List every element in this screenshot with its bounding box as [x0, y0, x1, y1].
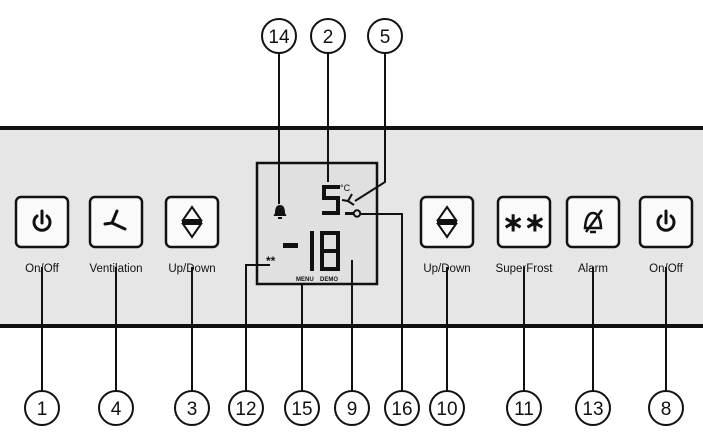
callout-number: 2	[323, 27, 334, 48]
superfrost-stars-icon: **	[266, 254, 276, 268]
callout-number: 5	[380, 27, 391, 48]
callout-8: 8	[648, 390, 684, 426]
freezer-sign-value: −	[0, 0, 1, 1]
callout-number: 1	[37, 399, 48, 420]
callout-3: 3	[174, 390, 210, 426]
fan-icon	[103, 209, 127, 231]
bell-icon	[273, 205, 287, 219]
power-icon	[656, 209, 676, 232]
callout-number: 4	[111, 399, 122, 420]
fridge-temp-digit	[322, 185, 340, 215]
callout-number: 9	[347, 399, 358, 420]
up-down-right-button[interactable]: Up/Down	[419, 195, 475, 275]
callout-number: 15	[291, 399, 312, 420]
display-window: 5 °C 18 − ** MENU DEMO	[0, 0, 379, 286]
callout-15: 15	[284, 390, 320, 426]
callout-2: 2	[310, 18, 346, 54]
ventilation-button[interactable]: Ventilation	[88, 195, 144, 275]
menu-label: MENU	[296, 277, 314, 283]
callout-number: 14	[268, 27, 290, 48]
up-down-arrows-icon	[436, 205, 458, 239]
callout-9: 9	[334, 390, 370, 426]
on-off-right-button[interactable]: On/Off	[638, 195, 694, 275]
callout-number: 16	[391, 399, 412, 420]
freezer-temp-value: 18	[0, 0, 2, 1]
freezer-temp-digits	[310, 231, 340, 271]
callout-5: 5	[367, 18, 403, 54]
unit-label: °C	[340, 183, 351, 193]
callout-number: 12	[235, 399, 256, 420]
callout-number: 10	[436, 399, 457, 420]
callout-number: 8	[661, 399, 672, 420]
callout-10: 10	[429, 390, 465, 426]
up-down-left-button[interactable]: Up/Down	[164, 195, 220, 275]
callout-1: 1	[24, 390, 60, 426]
callout-number: 3	[187, 399, 198, 420]
callout-16: 16	[384, 390, 420, 426]
on-off-left-button[interactable]: On/Off	[14, 195, 70, 275]
up-down-arrows-icon	[181, 205, 203, 239]
superfrost-stars-icon: ∗∗	[502, 207, 546, 237]
callout-14: 14	[261, 18, 297, 54]
fan-icon	[341, 193, 355, 206]
demo-label: DEMO	[320, 277, 338, 283]
alarm-mute-icon	[583, 209, 604, 234]
callout-11: 11	[506, 390, 542, 426]
freezer-minus-sign	[283, 243, 298, 248]
fridge-temp-value: 5	[0, 0, 1, 1]
alarm-button[interactable]: Alarm	[565, 195, 621, 275]
callout-number: 13	[582, 399, 603, 420]
callout-lines	[41, 53, 667, 391]
power-icon	[32, 209, 52, 232]
callout-4: 4	[98, 390, 134, 426]
callout-13: 13	[575, 390, 611, 426]
superfrost-button[interactable]: ∗∗SuperFrost	[496, 195, 554, 275]
callout-number: 11	[514, 399, 534, 420]
svg-text:∗∗: ∗∗	[502, 207, 546, 237]
callout-12: 12	[228, 390, 264, 426]
